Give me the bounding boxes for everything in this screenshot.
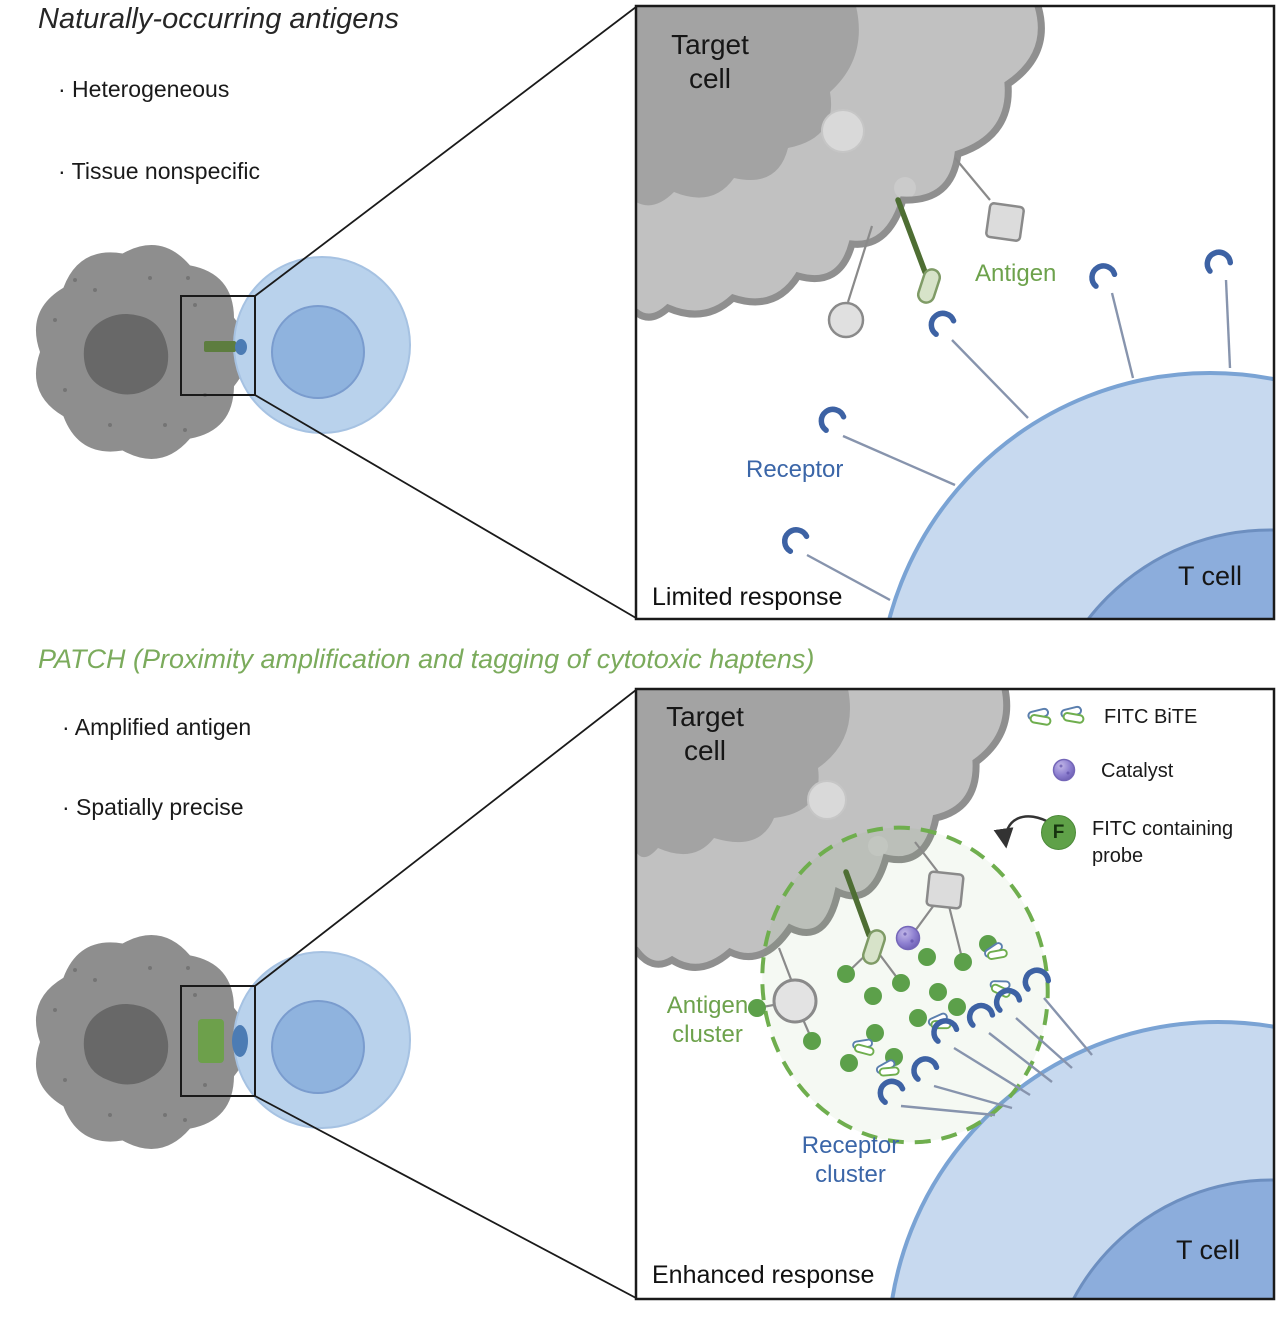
vesicle-icon — [894, 177, 916, 199]
receptor-stalks-bottom — [900, 997, 1093, 1117]
bottom-section-title: PATCH (Proximity amplification and taggi… — [38, 644, 815, 674]
legend-catalyst-icon — [1052, 758, 1076, 782]
fitc-probe-badge-icon: F — [1041, 815, 1076, 850]
enhanced-response-label: Enhanced response — [652, 1261, 875, 1289]
receptor-hook-icon — [817, 405, 845, 431]
receptor-hook-icon — [927, 309, 955, 335]
t-cell-cartoon-bottom — [233, 951, 411, 1129]
top-bullet-heterogeneous: · Heterogeneous — [58, 76, 230, 102]
bottom-bullet-amplified-antigen: · Amplified antigen — [62, 714, 252, 740]
receptor-hook-icon — [1088, 262, 1116, 287]
amplified-antigen-bar-icon — [198, 1019, 224, 1063]
antigen-circle-icon — [827, 301, 865, 339]
inset-panel-bottom-border — [634, 687, 1276, 1301]
receptor-cluster-label: Receptor cluster — [801, 1132, 900, 1188]
receptor-hook-icon — [780, 525, 807, 552]
antigen-stalk-green — [843, 869, 872, 938]
limited-response-label: Limited response — [652, 583, 843, 611]
target-cell-membrane — [636, 6, 1045, 321]
t-cell-label-top: T cell — [1177, 561, 1243, 591]
top-bullet-tissue-nonspecific: · Tissue nonspecific — [58, 158, 260, 184]
target-cell-label-bottom: Target cell — [666, 701, 744, 766]
antigen-bar-icon — [204, 341, 236, 352]
target-cell-nucleus — [636, 6, 859, 206]
receptor-dot-icon — [235, 339, 247, 355]
t-cell-cartoon-top — [233, 256, 411, 434]
bottom-bullet-spatially-precise: · Spatially precise — [62, 794, 244, 820]
legend-fitc-bite-icon — [1026, 707, 1053, 727]
antigen-capsule-icon — [916, 268, 942, 304]
receptor-stalks-top — [806, 279, 1232, 602]
legend-catalyst-label: Catalyst — [1101, 760, 1174, 782]
antigen-square-icon — [985, 202, 1025, 242]
antigen-stalk-green — [895, 197, 928, 275]
zoom-box-top — [180, 295, 256, 396]
t-cell-shape-bottom — [890, 1020, 1274, 1299]
t-cell-label-bottom: T cell — [1175, 1235, 1241, 1265]
receptor-label: Receptor — [746, 456, 844, 483]
antigen-cluster-label: Antigen cluster — [666, 992, 749, 1048]
vesicle-icon — [868, 836, 888, 856]
legend-fitc-bite-icon — [1059, 705, 1086, 725]
zoom-box-bottom — [180, 985, 256, 1097]
receptor-hook-icon — [1204, 249, 1231, 271]
antigen-square-icon — [925, 870, 965, 910]
target-cell-nucleus — [636, 689, 850, 858]
vesicle-icon — [807, 780, 847, 820]
antigen-label: Antigen — [975, 260, 1057, 287]
top-section-title: Naturally-occurring antigens — [38, 3, 400, 35]
antigen-circle-icon — [772, 978, 818, 1024]
zoom-lines-bottom — [254, 689, 637, 1299]
inset-panel-bottom-content — [636, 689, 1274, 1299]
antigen-tethers — [846, 157, 991, 303]
receptor-cluster-dot-icon — [232, 1025, 248, 1057]
legend-fitc-bite-label: FITC BiTE — [1104, 706, 1198, 728]
inset-panel-top-content — [636, 6, 1274, 619]
antigen-capsule-icon — [861, 929, 887, 965]
legend-arrow-icon — [993, 815, 1053, 849]
t-cell-shape-top — [887, 371, 1274, 619]
legend-fitc-probe-label: FITC containing probe — [1092, 818, 1234, 867]
zoom-lines-top — [254, 6, 637, 619]
inset-panel-top-border — [634, 4, 1276, 621]
target-cell-membrane — [636, 689, 1011, 971]
vesicle-icon — [821, 109, 865, 153]
catalyst-sphere-icon — [895, 925, 921, 951]
target-cell-label-top: Target cell — [671, 29, 749, 94]
